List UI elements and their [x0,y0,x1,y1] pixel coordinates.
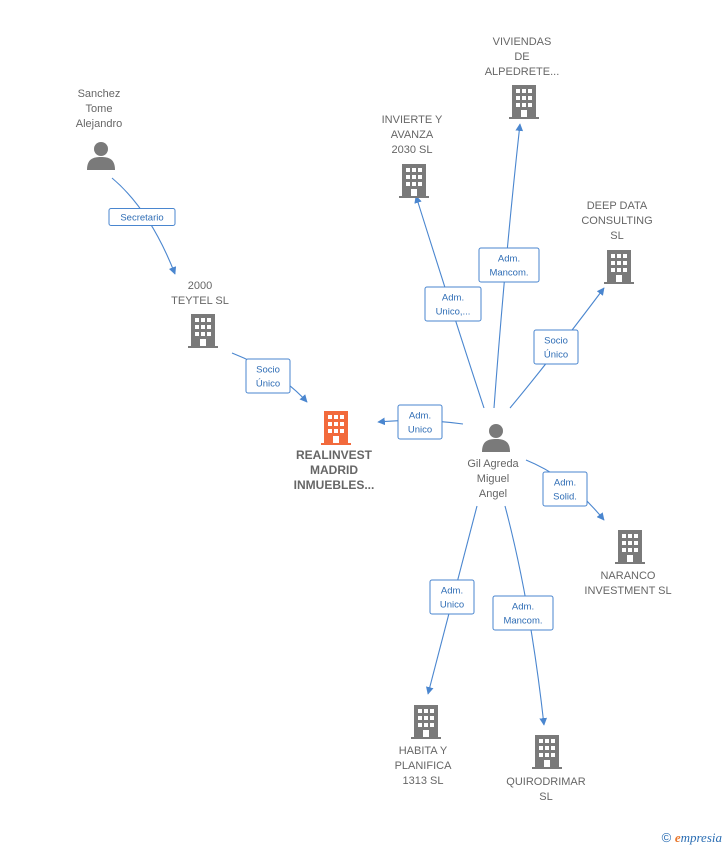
edge-label-box[interactable] [245,358,291,394]
node-label-line: Angel [479,488,507,500]
edge-gil-to-invierte: Adm. Unico,... [414,195,485,409]
edge-gil-to-realinvest: Adm. Unico [377,404,464,440]
edge-label-text: Unico [408,425,432,436]
edge-gil-to-naranco: Adm. Solid. [525,459,605,521]
building-icon [188,314,218,348]
person-icon [87,142,115,170]
edge-label-box[interactable] [492,595,554,631]
node-label-line: INMUEBLES... [294,478,375,492]
node-deepdata[interactable]: DEEP DATA CONSULTING SL [581,200,653,284]
node-label-line: ALPEDRETE... [485,66,560,78]
edge-sanchez-to-teytel: Secretario [108,177,177,275]
node-realinvest[interactable]: REALINVESTMADRIDINMUEBLES... [294,411,375,492]
edge-label-text: Socio [544,336,568,347]
node-quirodrimar[interactable]: QUIRODRIMAR SL [506,735,586,803]
node-label-line: MADRID [310,463,358,477]
building-icon [615,530,645,564]
node-label-line: 2030 SL [392,144,433,156]
node-label-line: INVIERTE Y [382,114,443,126]
person-icon [482,424,510,452]
building-icon [321,411,351,445]
node-label-line: REALINVEST [296,448,373,462]
brand-rest: mpresia [680,830,722,845]
building-icon [532,735,562,769]
node-label-line: NARANCO [600,570,655,582]
node-label-line: 2000 [188,280,212,292]
node-label-line: Tome [86,103,113,115]
node-label-line: PLANIFICA [395,760,453,772]
node-label-line: TEYTEL SL [171,295,229,307]
edge-label-text: Mancom. [489,268,528,279]
building-icon [604,250,634,284]
node-label-line: Alejandro [76,118,122,130]
node-invierte[interactable]: INVIERTE Y AVANZA 2030 SL [382,114,443,198]
edge-label-text: Mancom. [503,616,542,627]
edge-label-text: Secretario [120,213,163,224]
edge-label-text: Solid. [553,492,577,503]
node-label-line: DEEP DATA [587,200,648,212]
edge-label-text: Unico [440,600,464,611]
edge-label-box[interactable] [424,286,482,322]
node-label-line: SL [610,230,623,242]
edge-label-text: Único [544,350,568,361]
node-label-line: HABITA Y [399,745,448,757]
building-icon [411,705,441,739]
edge-label-text: Adm. [409,411,431,422]
edge-label-box[interactable] [429,579,475,615]
node-label-line: Miguel [477,473,509,485]
edge-label-text: Unico,... [436,307,471,318]
edge-gil-to-quirodrimar: Adm. Mancom. [492,505,554,726]
edge-label-text: Adm. [512,602,534,613]
node-label-line: CONSULTING [581,215,652,227]
edge-label-box[interactable] [542,471,588,507]
node-label-line: 1313 SL [403,775,444,787]
edge-label-box[interactable] [533,329,579,365]
node-label-line: Sanchez [78,88,121,100]
edge-label-text: Adm. [554,478,576,489]
node-label-line: VIVIENDAS [493,36,552,48]
empresia-watermark: © empresia [662,830,722,846]
node-label-line: SL [539,791,552,803]
node-viviendas[interactable]: VIVIENDAS DE ALPEDRETE... [485,36,560,119]
node-label-line: DE [514,51,529,63]
edge-gil-to-viviendas: Adm. Mancom. [478,123,540,409]
edge-gil-to-habita: Adm. Unico [426,505,478,695]
brand-e: e [674,830,681,845]
node-label-line: QUIRODRIMAR [506,776,586,788]
node-label-line: INVESTMENT SL [584,585,671,597]
building-icon [509,85,539,119]
node-habita[interactable]: HABITA Y PLANIFICA 1313 SL [395,705,453,787]
edge-label-text: Adm. [442,293,464,304]
node-naranco[interactable]: NARANCO INVESTMENT SL [584,530,672,597]
node-label-line: AVANZA [391,129,434,141]
edge-label-box[interactable] [478,247,540,283]
edge-label-text: Único [256,379,280,390]
edge-label-text: Adm. [498,254,520,265]
edge-label-text: Adm. [441,586,463,597]
edge-label-text: Socio [256,365,280,376]
copyright-symbol: © [661,830,672,845]
edges-layer: SecretarioSocioÚnicoAdm.UnicoAdm.Unico,.… [108,123,605,726]
edge-label-box[interactable] [108,208,176,226]
node-label-line: Gil Agreda [467,458,519,470]
building-icon [399,164,429,198]
edge-label-box[interactable] [397,404,443,440]
